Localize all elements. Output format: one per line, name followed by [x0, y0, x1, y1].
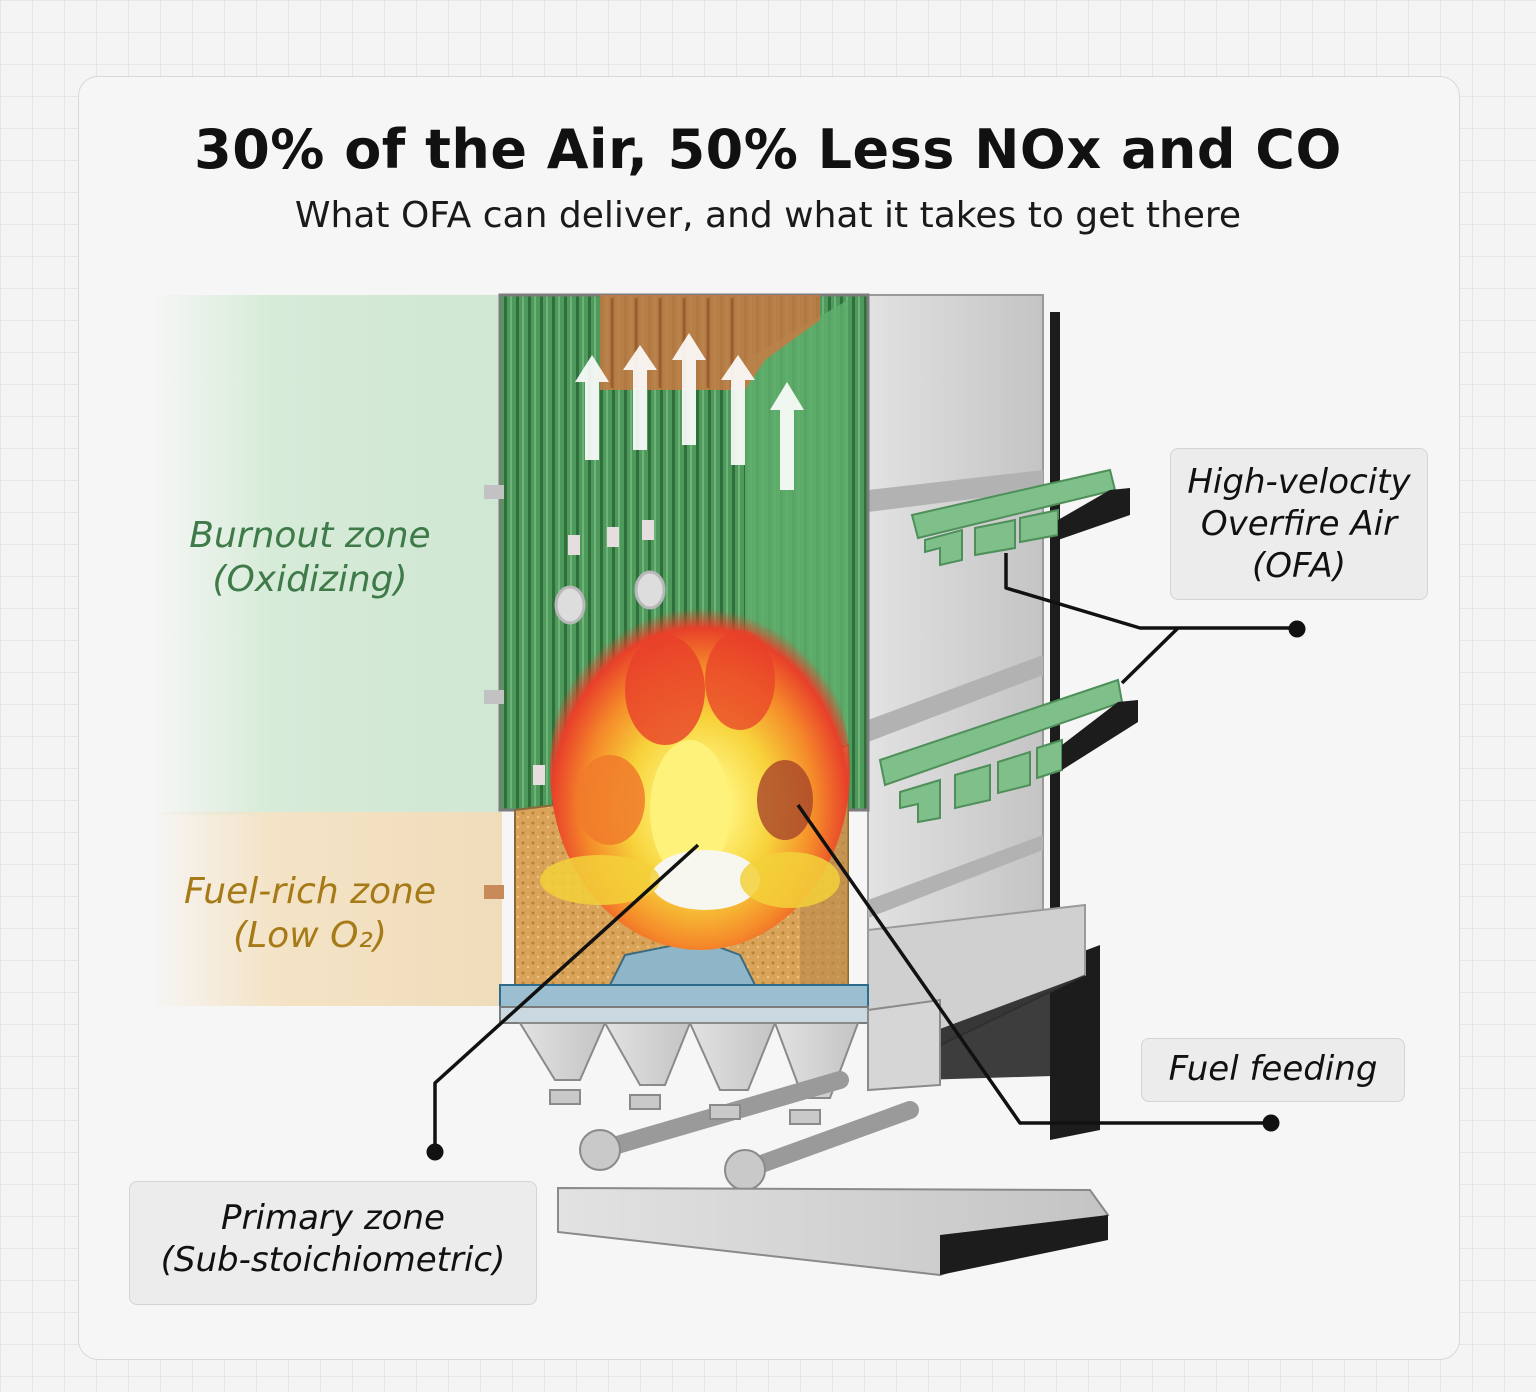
fuel-rich-zone-label: Fuel-rich zone (Low O₂) [160, 870, 460, 958]
burnout-zone-note: (Oxidizing) [212, 559, 408, 600]
page-subtitle: What OFA can deliver, and what it takes … [294, 195, 1242, 236]
primary-zone-callout: Primary zone (Sub-stoichiometric) [129, 1181, 537, 1305]
ofa-callout: High-velocity Overfire Air (OFA) [1170, 448, 1428, 600]
ofa-callout-line2: Overfire Air [1200, 504, 1398, 544]
primary-zone-title: Primary zone [221, 1198, 445, 1238]
burnout-zone-band [150, 295, 502, 815]
fuel-rich-zone-band [150, 812, 502, 1006]
fuel-feeding-callout: Fuel feeding [1141, 1038, 1405, 1102]
ofa-callout-line1: High-velocity [1187, 462, 1411, 502]
ofa-callout-line3: (OFA) [1251, 546, 1347, 586]
burnout-zone-label: Burnout zone (Oxidizing) [160, 514, 460, 602]
primary-zone-note: (Sub-stoichiometric) [160, 1240, 506, 1280]
page-title: 30% of the Air, 50% Less NOx and CO [194, 118, 1342, 181]
burnout-zone-title: Burnout zone [189, 515, 431, 556]
fuel-rich-zone-note: (Low O₂) [233, 915, 387, 956]
fuel-rich-zone-title: Fuel-rich zone [184, 871, 436, 912]
